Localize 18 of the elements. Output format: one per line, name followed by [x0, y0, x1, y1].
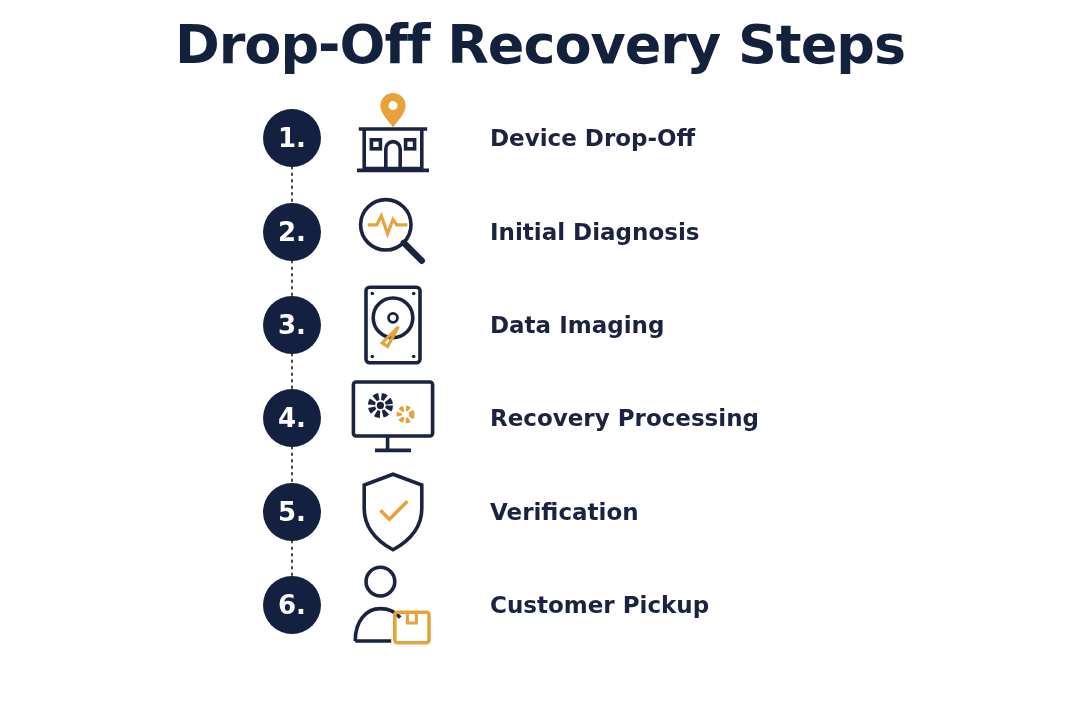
- step-label: Device Drop-Off: [490, 124, 696, 153]
- step-number-circle: 1.: [263, 109, 321, 167]
- dotted-connector: [291, 540, 293, 577]
- step-number-circle: 4.: [263, 389, 321, 447]
- dotted-connector: [291, 260, 293, 297]
- step-label: Customer Pickup: [490, 591, 710, 620]
- title: Drop-Off Recovery Steps: [173, 12, 907, 78]
- step-label: Initial Diagnosis: [490, 218, 700, 247]
- step-number-circle: 5.: [263, 483, 321, 541]
- dotted-connector: [291, 353, 293, 390]
- dotted-connector: [291, 446, 293, 484]
- step-number-circle: 3.: [263, 296, 321, 354]
- step-number-circle: 6.: [263, 576, 321, 634]
- dotted-connector: [291, 166, 293, 204]
- step-label: Verification: [490, 498, 639, 527]
- step-label: Recovery Processing: [490, 404, 759, 433]
- step-label: Data Imaging: [490, 311, 665, 340]
- step-number-circle: 2.: [263, 203, 321, 261]
